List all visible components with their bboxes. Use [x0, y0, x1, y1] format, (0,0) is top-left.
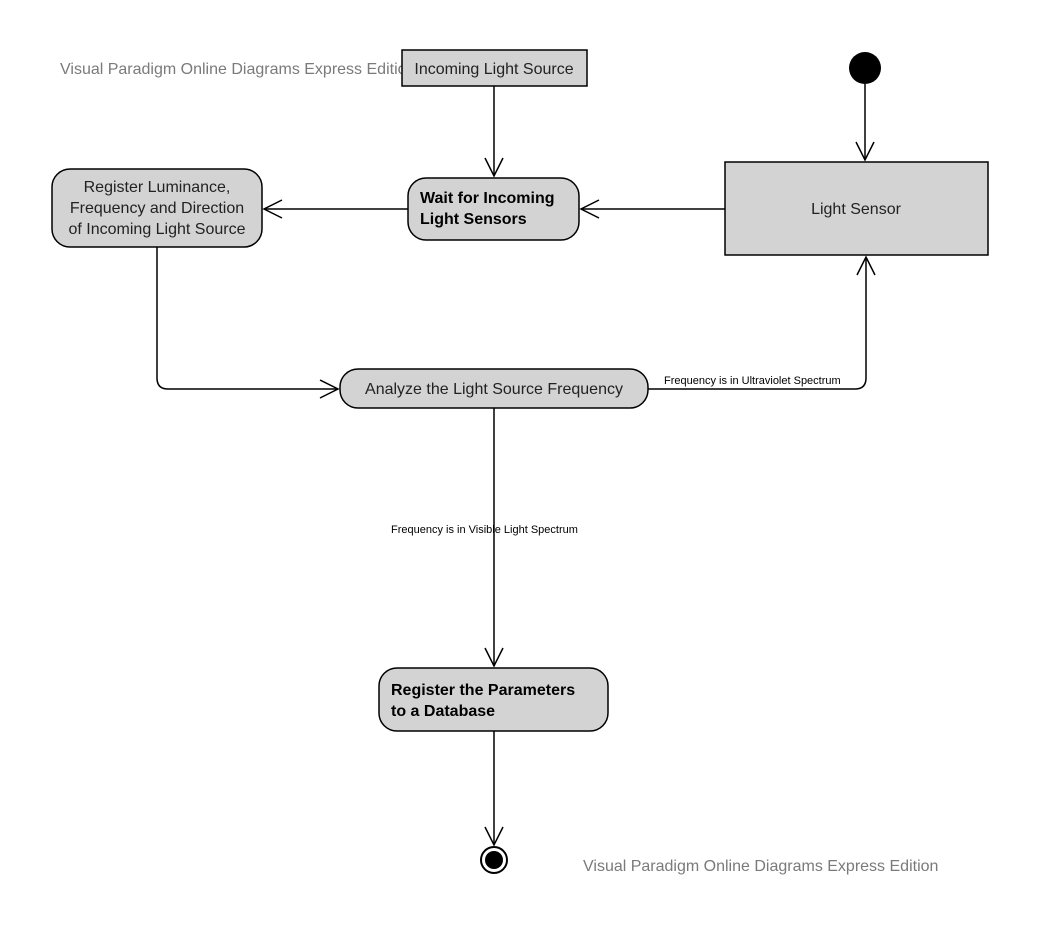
edge-analyze-to-register-parameters — [484, 408, 504, 668]
node-incoming-light-source[interactable]: Incoming Light Source — [401, 49, 588, 87]
watermark-top: Visual Paradigm Online Diagrams Express … — [60, 61, 415, 78]
node-light-sensor[interactable]: Light Sensor — [724, 161, 989, 256]
node-incoming-light-source-label: Incoming Light Source — [414, 61, 573, 78]
node-register-luminance[interactable]: Register Luminance, Frequency and Direct… — [51, 168, 263, 248]
node-wait-for-sensors[interactable]: Wait for Incoming Light Sensors — [407, 177, 580, 241]
node-wait-line-1: Wait for Incoming — [420, 190, 555, 207]
node-register-luminance-line-1: Register Luminance, — [84, 179, 231, 196]
node-register-parameters[interactable]: Register the Parameters to a Database — [378, 667, 609, 732]
final-node[interactable] — [480, 846, 508, 874]
node-light-sensor-label: Light Sensor — [811, 201, 902, 218]
edge-light-sensor-to-wait — [579, 199, 725, 219]
edge-register-luminance-to-analyze — [156, 247, 340, 399]
node-register-luminance-line-2: Frequency and Direction — [70, 200, 244, 217]
edge-initial-to-light-sensor — [855, 84, 875, 162]
edge-wait-to-register-luminance — [262, 199, 408, 219]
node-register-parameters-line-2: to a Database — [391, 703, 495, 720]
node-wait-line-2: Light Sensors — [420, 211, 527, 228]
edge-incoming-to-wait — [484, 86, 504, 178]
node-analyze-frequency[interactable]: Analyze the Light Source Frequency — [339, 368, 649, 409]
node-register-luminance-line-3: of Incoming Light Source — [69, 221, 246, 238]
edge-register-parameters-to-final — [484, 731, 504, 847]
node-analyze-frequency-label: Analyze the Light Source Frequency — [365, 381, 623, 398]
edge-analyze-to-light-sensor — [648, 255, 876, 390]
edge-label-visible: Frequency is in Visible Light Spectrum — [391, 524, 578, 536]
initial-node[interactable] — [849, 52, 881, 84]
edge-label-ultraviolet: Frequency is in Ultraviolet Spectrum — [664, 375, 841, 387]
node-register-parameters-line-1: Register the Parameters — [391, 682, 575, 699]
watermark-bottom: Visual Paradigm Online Diagrams Express … — [583, 858, 938, 875]
